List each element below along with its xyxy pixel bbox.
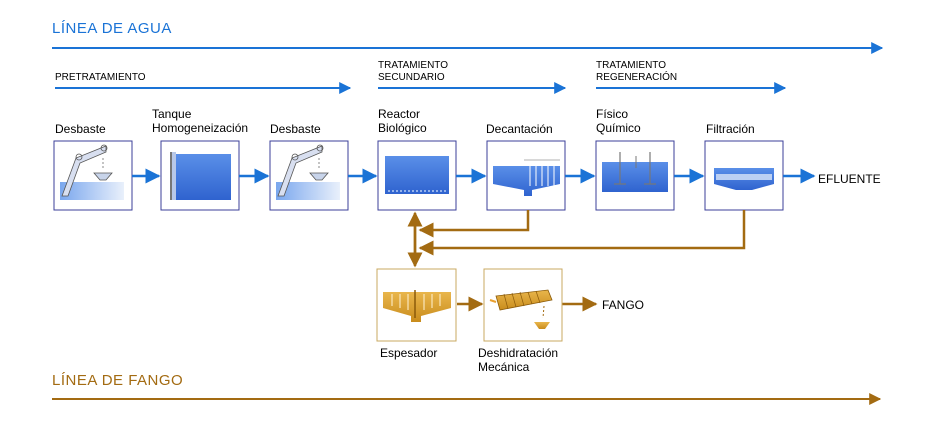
- label-espesador: Espesador: [380, 346, 438, 360]
- tanque-unit: [160, 140, 240, 211]
- label-fisico-line2: Químico: [596, 121, 641, 135]
- filtracion-unit: [704, 140, 784, 211]
- decantacion-unit: [486, 140, 566, 211]
- water-line-title: LÍNEA DE AGUA: [52, 20, 172, 37]
- label-desbaste-2: Desbaste: [270, 122, 321, 136]
- desbaste-2-unit: [269, 140, 349, 211]
- label-reactor-line1: Reactor: [378, 107, 421, 121]
- label-fisico-line1: Físico: [596, 107, 629, 121]
- espesador-unit: [376, 268, 457, 342]
- label-desbaste-1: Desbaste: [55, 122, 106, 136]
- reactor-unit: [377, 140, 457, 211]
- stage-secondary-line2: SECUNDARIO: [378, 72, 445, 83]
- label-deshidratacion-line1: Deshidratación: [478, 346, 559, 360]
- deshidratacion-unit: [483, 268, 563, 342]
- sludge-return-filtracion: [418, 210, 746, 256]
- label-deshidratacion-line2: Mecánica: [478, 360, 530, 374]
- label-reactor-line2: Biológico: [378, 121, 427, 135]
- label-sludge-output: FANGO: [602, 298, 645, 312]
- label-tanque-line1: Tanque: [152, 107, 192, 121]
- sludge-return-decantacion: [418, 210, 530, 238]
- fisico-quimico-unit: [595, 140, 675, 211]
- label-tanque-line2: Homogeneización: [152, 121, 249, 135]
- stage-regeneration-line2: REGENERACIÓN: [596, 72, 678, 83]
- stage-regeneration-line1: TRATAMIENTO: [596, 60, 666, 71]
- sludge-line-title: LÍNEA DE FANGO: [52, 372, 184, 389]
- label-decantacion: Decantación: [486, 122, 553, 136]
- stage-pretreatment: PRETRATAMIENTO: [55, 72, 146, 83]
- stage-secondary-line1: TRATAMIENTO: [378, 60, 448, 71]
- label-effluent: EFLUENTE: [818, 172, 881, 186]
- label-filtracion: Filtración: [706, 122, 755, 136]
- desbaste-1-unit: [53, 140, 133, 211]
